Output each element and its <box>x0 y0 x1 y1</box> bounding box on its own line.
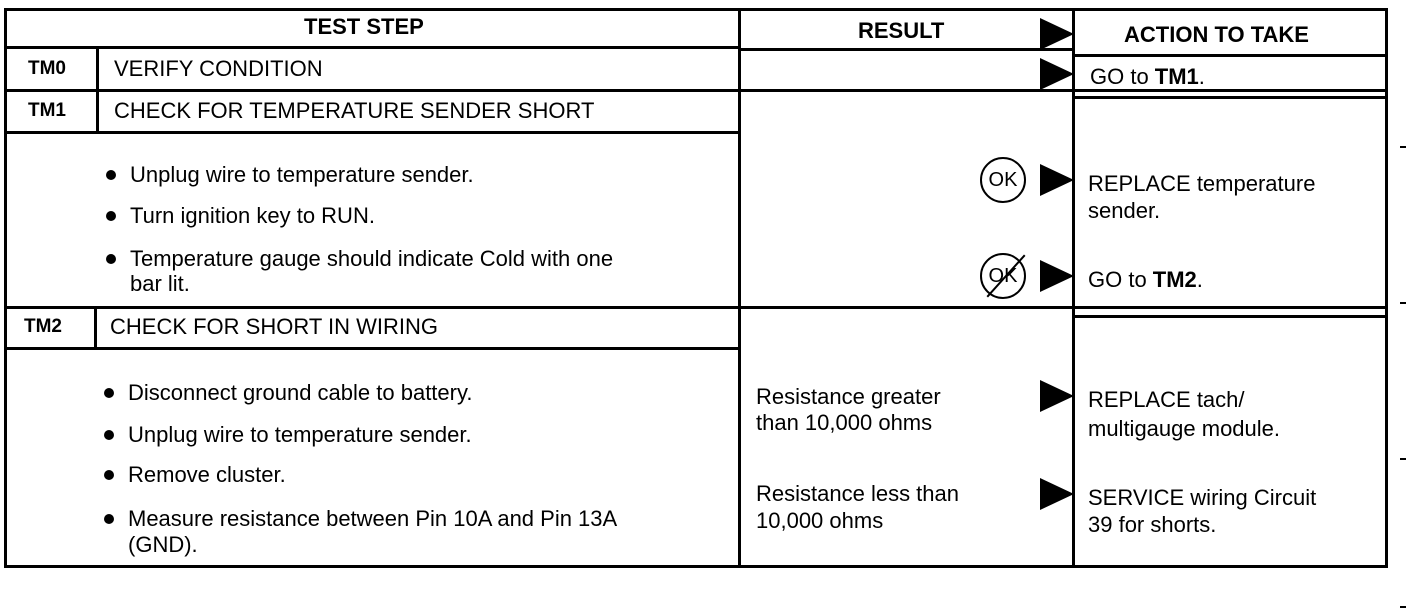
action-tm1-notok: GO to TM2. <box>1088 267 1203 293</box>
bullet-dot-icon <box>104 470 114 480</box>
action-tm1-ok-line1: REPLACE temperature <box>1088 171 1316 196</box>
action-tm1-notok-prefix: GO to <box>1088 267 1153 292</box>
margin-tick <box>1400 302 1406 304</box>
action-tm0-target: TM1 <box>1154 64 1199 89</box>
action-tm2-less-line2: 39 for shorts. <box>1088 512 1217 537</box>
header-divider-left <box>4 46 740 49</box>
arrow-tm1-notok-icon <box>1040 260 1074 292</box>
tm2-bullet-3-text: Remove cluster. <box>128 462 286 487</box>
ok-symbol-text: OK <box>988 169 1018 191</box>
result-tm2-less-line2: 10,000 ohms <box>756 508 884 533</box>
header-arrow-icon <box>1040 18 1074 50</box>
arrow-tm1-ok-icon <box>1040 164 1074 196</box>
action-tm1-ok-line2: sender. <box>1088 198 1161 223</box>
ok-circle-icon: OK <box>980 157 1026 203</box>
tm1-bullet-1-text: Unplug wire to temperature sender. <box>130 162 474 187</box>
bullet-dot-icon <box>104 514 114 524</box>
result-tm2-less-line1: Resistance less than <box>756 481 959 506</box>
bullet-dot-icon <box>104 388 114 398</box>
action-tm2-greater-line1: REPLACE tach/ <box>1088 387 1245 412</box>
step-code-tm1: TM1 <box>28 100 66 121</box>
margin-tick <box>1400 458 1406 460</box>
bullet-dot-icon <box>106 170 116 180</box>
header-divider-result <box>738 48 1074 51</box>
action-tm0-prefix: GO to <box>1090 64 1155 89</box>
divider-code-tm2 <box>94 308 97 348</box>
tm1-bullet-2-text: Turn ignition key to RUN. <box>130 203 375 228</box>
result-tm2-greater-line1: Resistance greater <box>756 384 941 409</box>
header-test-step: TEST STEP <box>304 14 424 39</box>
tm1-bottom-divider <box>4 306 1388 309</box>
margin-tick <box>1400 146 1406 148</box>
arrow-tm2-greater-icon <box>1040 380 1074 412</box>
step-title-tm0: VERIFY CONDITION <box>114 56 323 81</box>
action-tm1-notok-suffix: . <box>1196 267 1203 292</box>
header-divider-action <box>1072 54 1388 57</box>
tm0-action-bottom <box>1072 96 1388 99</box>
divider-code-tm1 <box>96 92 99 132</box>
arrow-tm2-less-icon <box>1040 478 1074 510</box>
divider-result-left <box>738 8 741 568</box>
bullet-dot-icon <box>106 254 116 264</box>
divider-code-tm0 <box>96 48 99 90</box>
step-code-tm2: TM2 <box>24 316 62 337</box>
tm2-bullet-4-text: Measure resistance between Pin 10A and P… <box>128 506 618 531</box>
tm1-bullet-3-continuation: bar lit. <box>130 271 190 296</box>
tm0-bottom-divider <box>4 89 1388 92</box>
step-code-tm0: TM0 <box>28 58 66 79</box>
action-tm0: GO to TM1. <box>1090 64 1205 90</box>
action-tm0-suffix: . <box>1198 64 1205 89</box>
header-action: ACTION TO TAKE <box>1124 22 1309 47</box>
tm2-bullet-2-text: Unplug wire to temperature sender. <box>128 422 472 447</box>
tm1-bullet-3-text: Temperature gauge should indicate Cold w… <box>130 246 614 271</box>
arrow-tm0-icon <box>1040 58 1074 90</box>
bullet-dot-icon <box>104 430 114 440</box>
step-title-tm1: CHECK FOR TEMPERATURE SENDER SHORT <box>114 98 595 123</box>
bullet-dot-icon <box>106 211 116 221</box>
action-tm2-greater-line2: multigauge module. <box>1088 416 1281 441</box>
tm1-title-bottom <box>4 131 740 134</box>
header-result: RESULT <box>858 18 945 43</box>
margin-tick <box>1400 606 1406 608</box>
not-ok-circle-icon: OK <box>980 253 1026 299</box>
tm2-bullet-1-text: Disconnect ground cable to battery. <box>128 380 473 405</box>
step-title-tm2: CHECK FOR SHORT IN WIRING <box>110 314 438 339</box>
result-tm2-greater-line2: than 10,000 ohms <box>756 410 933 435</box>
action-tm2-less-line1: SERVICE wiring Circuit <box>1088 485 1317 510</box>
test-step-table <box>4 8 1388 568</box>
tm2-title-bottom <box>4 347 740 350</box>
action-tm1-notok-target: TM2 <box>1152 267 1197 292</box>
tm1-action-bottom <box>1072 315 1388 318</box>
tm2-bullet-4-continuation: (GND). <box>128 532 198 557</box>
